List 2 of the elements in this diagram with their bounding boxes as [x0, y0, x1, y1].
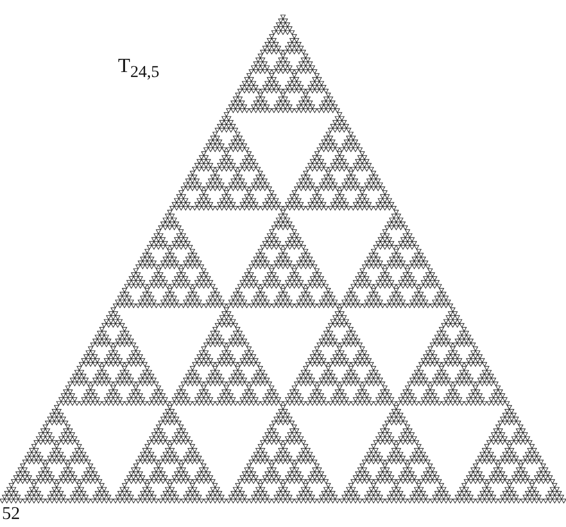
- page-number: 52: [2, 503, 20, 524]
- figure-label: T$_{24,5}$: [118, 55, 160, 82]
